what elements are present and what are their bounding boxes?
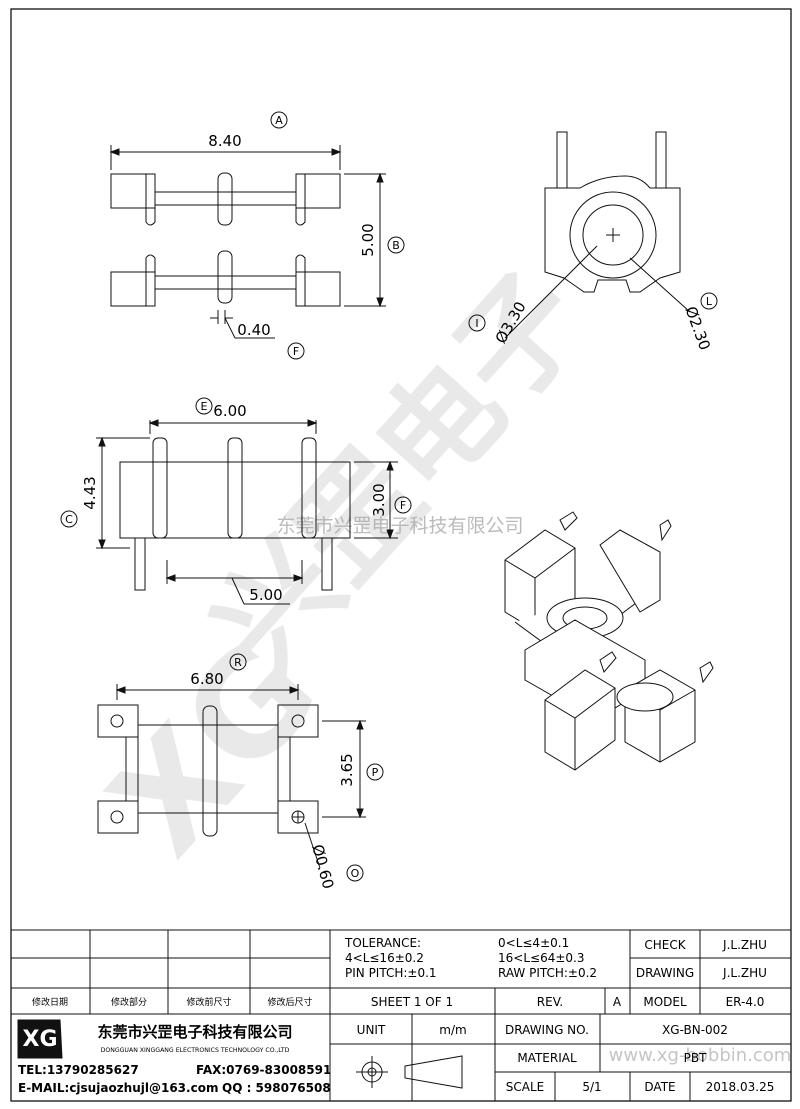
- drawing-label: DRAWING: [636, 966, 694, 980]
- model-value: ER-4.0: [726, 995, 765, 1009]
- dim-E-letter: E: [201, 400, 208, 413]
- check-label: CHECK: [644, 938, 686, 952]
- revision-header-part: 修改部分: [111, 996, 147, 1008]
- rev-value: A: [613, 995, 622, 1009]
- revision-header-after: 修改后尺寸: [267, 996, 312, 1008]
- pin-pitch: PIN PITCH:±0.1: [345, 966, 437, 980]
- revision-header-before: 修改前尺寸: [186, 996, 231, 1008]
- sheet-count: SHEET 1 OF 1: [371, 995, 453, 1009]
- dim-B-letter: B: [392, 239, 400, 252]
- dim-C-value: 4.43: [81, 476, 99, 509]
- date-label: DATE: [644, 1080, 675, 1094]
- company-name-en: DONGGUAN XINGGANG ELECTRONICS TECHNOLOGY…: [101, 1047, 290, 1054]
- company-fax: FAX:0769-83008591: [196, 1063, 331, 1077]
- dim-A-letter: A: [275, 114, 283, 127]
- raw-pitch: RAW PITCH:±0.2: [498, 966, 597, 980]
- dim-flange-value: 5.00: [249, 586, 282, 604]
- dim-R-letter: R: [234, 656, 242, 669]
- drawing-value: J.L.ZHU: [722, 966, 767, 980]
- model-label: MODEL: [643, 995, 687, 1009]
- dim-I-letter: I: [475, 317, 478, 330]
- dim-O-value: Ø0.60: [308, 843, 337, 891]
- dim-O-letter: O: [351, 867, 360, 880]
- dim-L-letter: L: [706, 295, 713, 308]
- material-label: MATERIAL: [517, 1051, 577, 1065]
- scale-label: SCALE: [506, 1080, 544, 1094]
- dim-F-side-value: 3.00: [370, 483, 388, 516]
- tolerance-range-1: 0<L≤4±0.1: [498, 936, 569, 950]
- tolerance-range-2: 4<L≤16±0.2: [345, 951, 424, 965]
- revision-header-date: 修改日期: [32, 996, 68, 1008]
- dim-P-letter: P: [372, 766, 379, 779]
- material-value: PBT: [684, 1051, 707, 1065]
- scale-value: 5/1: [582, 1080, 601, 1094]
- date-value: 2018.03.25: [706, 1080, 775, 1094]
- company-logo: XG: [22, 1027, 57, 1052]
- dim-L-value: Ø2.30: [682, 304, 714, 353]
- drawing-no-label: DRAWING NO.: [505, 1023, 589, 1037]
- side-view: [96, 419, 398, 605]
- company-email: E-MAIL:cjsujaozhujl@163.com: [18, 1081, 218, 1095]
- dim-F-side-letter: F: [400, 499, 406, 512]
- dim-E-value: 6.00: [213, 402, 246, 420]
- dim-F-pin-value: 0.40: [237, 321, 270, 339]
- unit-value: m/m: [439, 1023, 466, 1037]
- rev-label: REV.: [537, 995, 563, 1009]
- company-tel: TEL:13790285627: [18, 1063, 139, 1077]
- dim-R-value: 6.80: [190, 670, 223, 688]
- company-name-cn: 东莞市兴罡电子科技有限公司: [97, 1023, 292, 1041]
- dim-P-value: 3.65: [338, 753, 356, 786]
- top-view: [109, 145, 386, 339]
- unit-label: UNIT: [357, 1023, 386, 1037]
- drawing-no-value: XG-BN-002: [662, 1023, 728, 1037]
- watermark-company-line: 东莞市兴罡电子科技有限公司: [276, 515, 523, 537]
- dim-C-letter: C: [65, 513, 73, 526]
- bottom-view: [97, 684, 366, 869]
- title-block: [11, 929, 791, 1101]
- company-qq: QQ : 598076508: [222, 1081, 331, 1095]
- isometric-view: [504, 511, 714, 771]
- tolerance-range-3: 16<L≤64±0.3: [498, 951, 584, 965]
- dim-B-value: 5.00: [359, 223, 377, 256]
- dim-A-value: 8.40: [208, 132, 241, 150]
- end-view: [504, 131, 691, 339]
- check-value: J.L.ZHU: [722, 938, 767, 952]
- dim-F-pin-letter: F: [293, 345, 299, 358]
- watermark-site: www.xg-bobbin.com: [609, 1045, 792, 1066]
- drawing-frame: [10, 8, 792, 1102]
- tolerance-label: TOLERANCE:: [344, 936, 421, 950]
